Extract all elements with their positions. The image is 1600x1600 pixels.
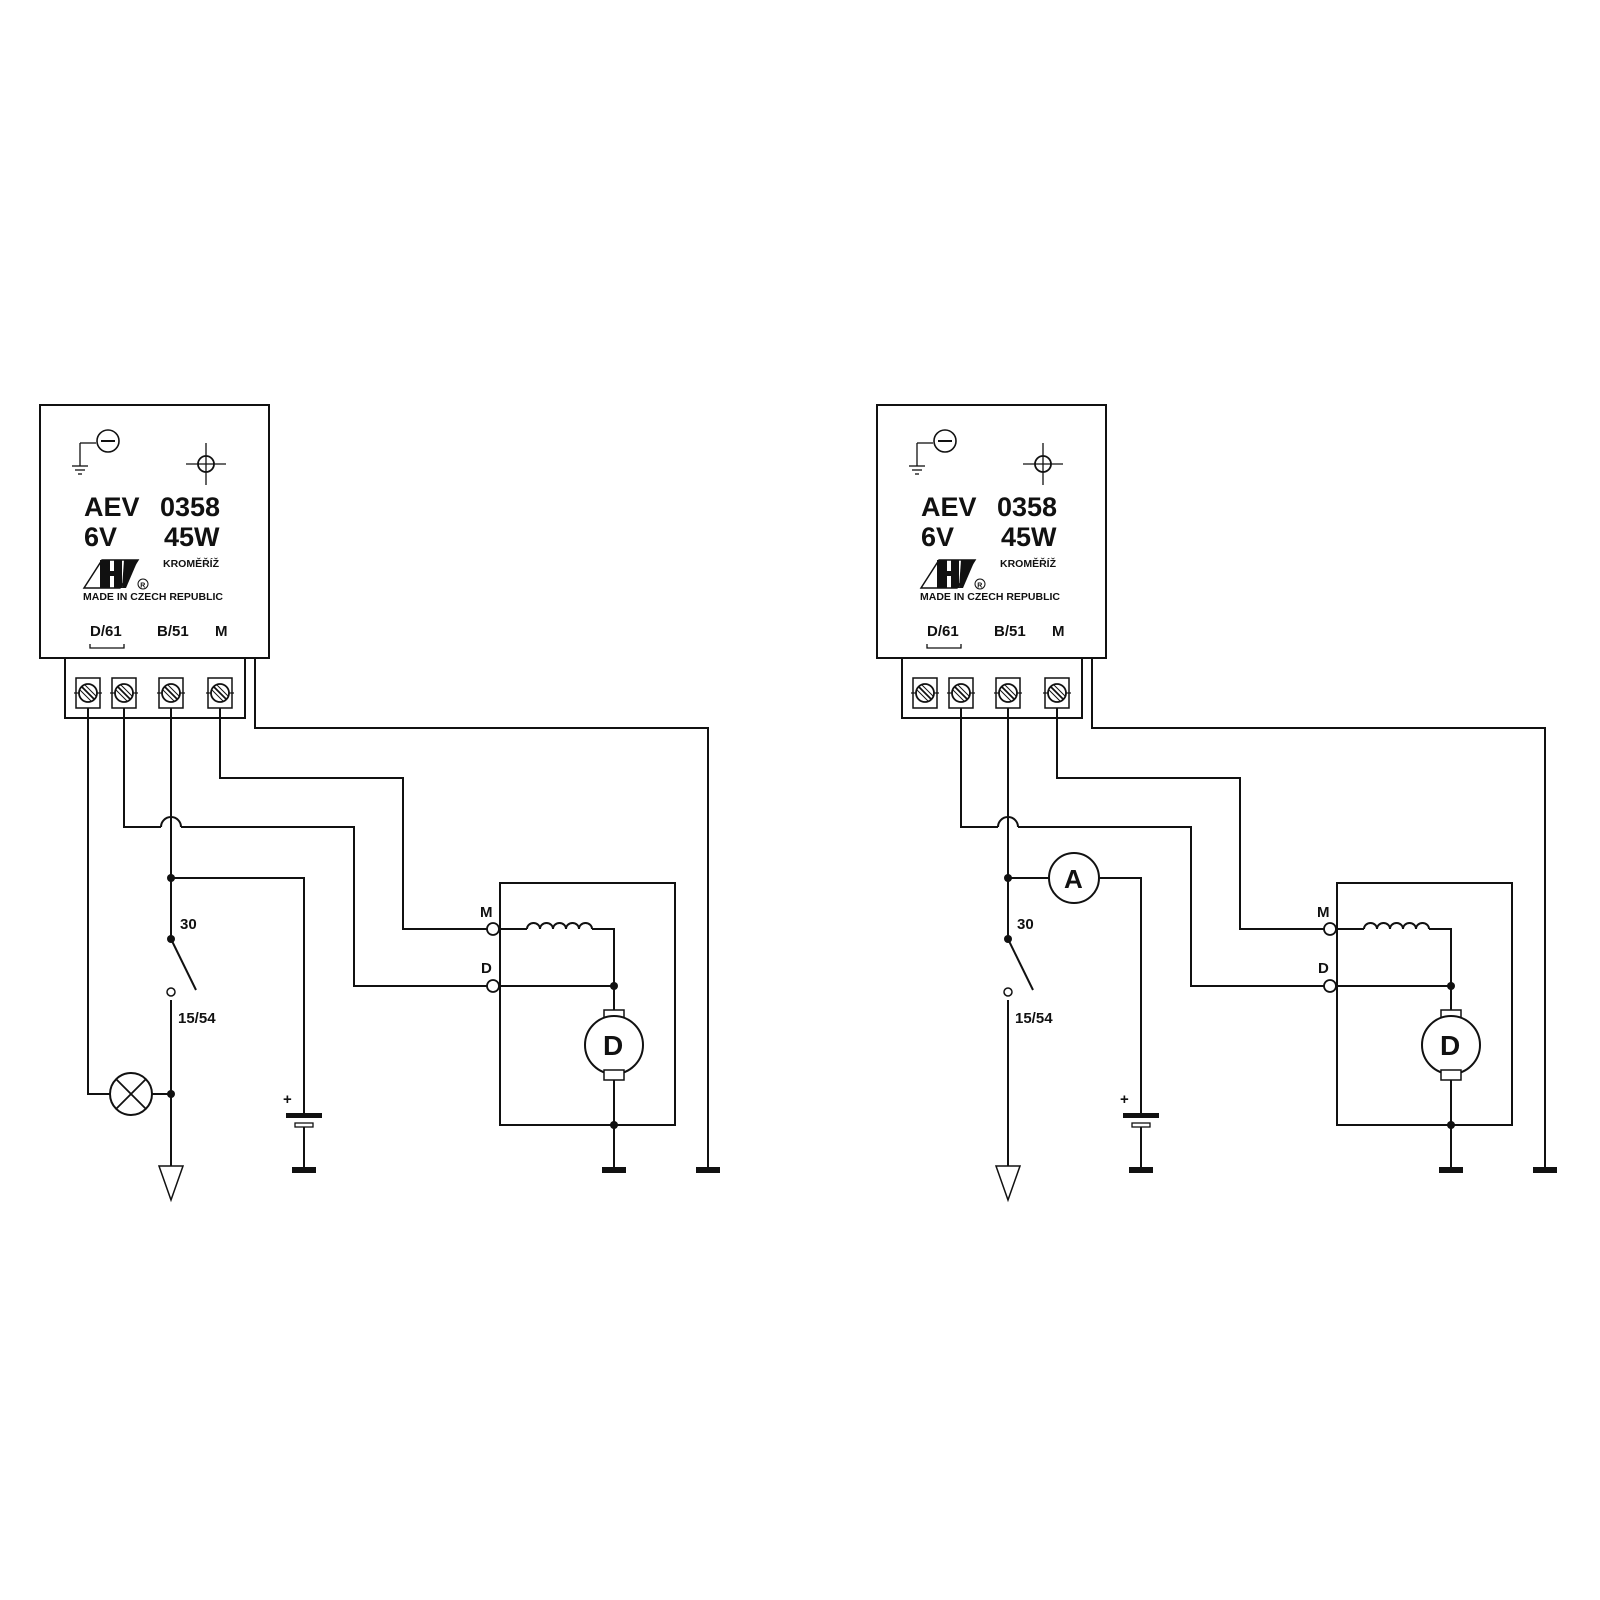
ignition-switch xyxy=(1003,935,1034,997)
diagram-right: AEV 0358 6V 45W R KROMĚŘÍŽ MADE IN CZECH… xyxy=(876,404,1557,1203)
city-text: KROMĚŘÍŽ xyxy=(163,557,220,570)
dynamo-pin-m xyxy=(486,922,500,936)
battery-icon xyxy=(1123,1113,1159,1173)
power-text: 45W xyxy=(1001,522,1057,552)
terminal-bracket xyxy=(89,644,125,649)
mounting-hole-icon xyxy=(1023,443,1063,485)
ammeter-label: A xyxy=(1064,864,1083,894)
ground-symbol xyxy=(696,1167,720,1173)
switch-label-15-54: 15/54 xyxy=(1015,1010,1053,1027)
svg-text:R: R xyxy=(140,583,145,590)
dynamo-pin-m xyxy=(1323,922,1337,936)
terminal-screw-b51 xyxy=(156,677,186,709)
terminal-screw-b51 xyxy=(993,677,1023,709)
dynamo-housing xyxy=(1336,882,1513,1126)
origin-text: MADE IN CZECH REPUBLIC xyxy=(920,591,1060,603)
terminal-screw-m xyxy=(205,677,235,709)
mounting-hole-icon xyxy=(186,443,226,485)
junction-dot xyxy=(610,1121,618,1129)
terminal-label-b51: B/51 xyxy=(157,623,189,640)
number-text: 0358 xyxy=(997,492,1057,522)
junction-dot xyxy=(167,1090,175,1098)
dynamo-armature-icon xyxy=(584,986,644,1173)
terminal-label-d61: D/61 xyxy=(90,623,122,640)
junction-dot xyxy=(1447,1121,1455,1129)
battery-plus-label: + xyxy=(283,1091,292,1108)
battery-icon xyxy=(286,1113,322,1173)
terminal-label-m: M xyxy=(215,623,228,640)
dynamo-label: D xyxy=(603,1030,623,1061)
manufacturer-logo-icon: R xyxy=(919,559,986,590)
power-text: 45W xyxy=(164,522,220,552)
ammeter-icon xyxy=(1048,852,1100,904)
terminal-label-m: M xyxy=(1052,623,1065,640)
field-coil-icon xyxy=(499,922,615,986)
number-text: 0358 xyxy=(160,492,220,522)
dynamo-housing xyxy=(499,882,676,1126)
switch-label-15-54: 15/54 xyxy=(178,1010,216,1027)
regulator-box xyxy=(39,404,270,659)
dynamo-pin-m-label: M xyxy=(1317,904,1330,921)
switch-label-30: 30 xyxy=(180,916,197,933)
ignition-switch xyxy=(166,935,197,997)
charge-lamp-icon xyxy=(109,1072,153,1116)
dynamo-pin-d-label: D xyxy=(1318,960,1329,977)
diagram-left: AEV 0358 6V 45W R KROMĚŘÍŽ MADE IN CZECH… xyxy=(39,404,720,1203)
junction-dot xyxy=(167,874,175,882)
dynamo-pin-d xyxy=(486,979,500,993)
wiring xyxy=(960,658,1546,1169)
ground-symbol xyxy=(1533,1167,1557,1173)
model-text: AEV xyxy=(84,492,140,522)
terminal-label-d61: D/61 xyxy=(927,623,959,640)
ground-minus-icon xyxy=(72,429,120,475)
svg-text:R: R xyxy=(977,583,982,590)
voltage-text: 6V xyxy=(84,522,117,552)
city-text: KROMĚŘÍŽ xyxy=(1000,557,1057,570)
terminal-screw-d61a xyxy=(73,677,103,709)
consumer-arrow-icon xyxy=(157,1165,185,1203)
dynamo-pin-d-label: D xyxy=(481,960,492,977)
origin-text: MADE IN CZECH REPUBLIC xyxy=(83,591,223,603)
switch-label-30: 30 xyxy=(1017,916,1034,933)
voltage-text: 6V xyxy=(921,522,954,552)
dynamo-armature-icon xyxy=(1421,986,1481,1173)
terminal-screw-m xyxy=(1042,677,1072,709)
dynamo-label: D xyxy=(1440,1030,1460,1061)
manufacturer-logo-icon: R xyxy=(82,559,149,590)
battery-plus-label: + xyxy=(1120,1091,1129,1108)
model-text: AEV xyxy=(921,492,977,522)
terminal-bracket xyxy=(926,644,962,649)
dynamo-pin-m-label: M xyxy=(480,904,493,921)
wiring xyxy=(87,658,709,1169)
terminal-screw-d61a xyxy=(910,677,940,709)
regulator-box xyxy=(876,404,1107,659)
junction-dot xyxy=(1004,874,1012,882)
terminal-label-b51: B/51 xyxy=(994,623,1026,640)
dynamo-pin-d xyxy=(1323,979,1337,993)
terminal-screw-d61b xyxy=(109,677,139,709)
ground-minus-icon xyxy=(909,429,957,475)
field-coil-icon xyxy=(1336,922,1452,986)
terminal-screw-d61b xyxy=(946,677,976,709)
consumer-arrow-icon xyxy=(994,1165,1022,1203)
